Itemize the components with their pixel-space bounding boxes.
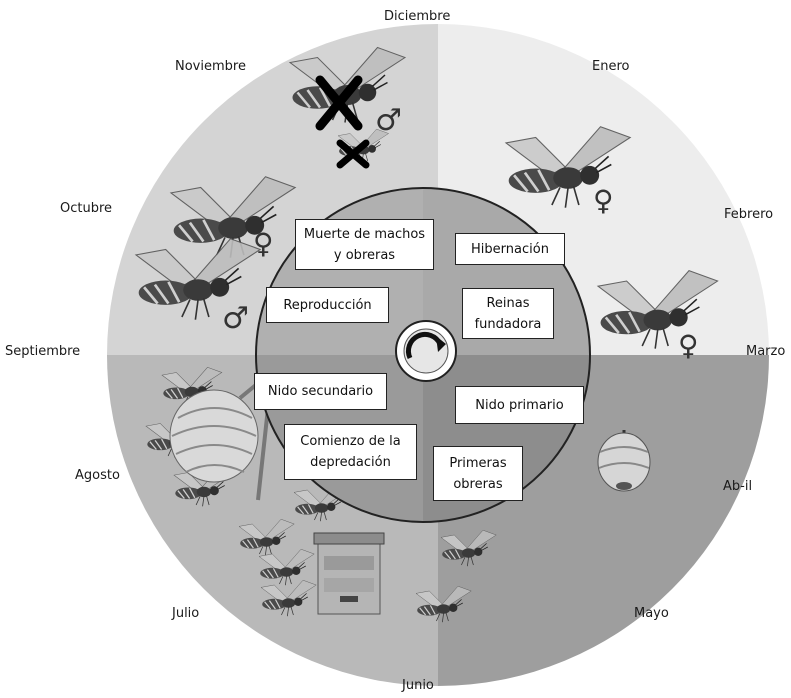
stage-box-nido-secundario: Nido secundario — [254, 373, 387, 410]
month-label-noviembre: Noviembre — [175, 59, 246, 74]
primary-nest-icon — [597, 430, 651, 492]
stage-box-reinas: Reinas fundadora — [462, 288, 554, 339]
wasp-worker-dead-icon — [336, 128, 390, 169]
beehive-icon — [313, 532, 385, 615]
stage-box-reproduccion: Reproducción — [266, 287, 389, 323]
cycle-arrow-icon — [395, 320, 457, 382]
month-label-agosto: Agosto — [75, 468, 120, 483]
secondary-nest-icon — [169, 376, 271, 501]
month-label-julio: Julio — [172, 606, 200, 621]
male-symbol: ♂ — [375, 103, 402, 138]
stage-box-muerte: Muerte de machos y obreras — [295, 219, 434, 270]
stage-box-primeras-obreras: Primeras obreras — [433, 446, 523, 501]
female-symbol: ♀ — [678, 329, 699, 362]
female-symbol: ♀ — [253, 227, 274, 260]
inner-ring-border — [255, 187, 591, 523]
month-label-mayo: Mayo — [634, 606, 669, 621]
month-label-enero: Enero — [592, 59, 630, 74]
month-label-junio: Junio — [402, 678, 434, 693]
wasp-male-dead-icon — [288, 46, 407, 131]
stage-box-nido-primario: Nido primario — [455, 386, 584, 424]
month-label-marzo: Marzo — [746, 344, 786, 359]
month-label-febrero: Febrero — [724, 207, 774, 222]
month-label-octubre: Octubre — [60, 201, 113, 216]
stage-box-depredacion: Comienzo de la depredación — [284, 424, 417, 480]
stage-box-hibernacion: Hibernación — [455, 233, 565, 265]
male-symbol: ♂ — [222, 301, 249, 336]
month-label-abril: Ab-il — [723, 479, 753, 494]
month-label-septiembre: Septiembre — [5, 344, 81, 359]
month-label-diciembre: Diciembre — [384, 9, 451, 24]
female-symbol: ♀ — [593, 184, 614, 217]
